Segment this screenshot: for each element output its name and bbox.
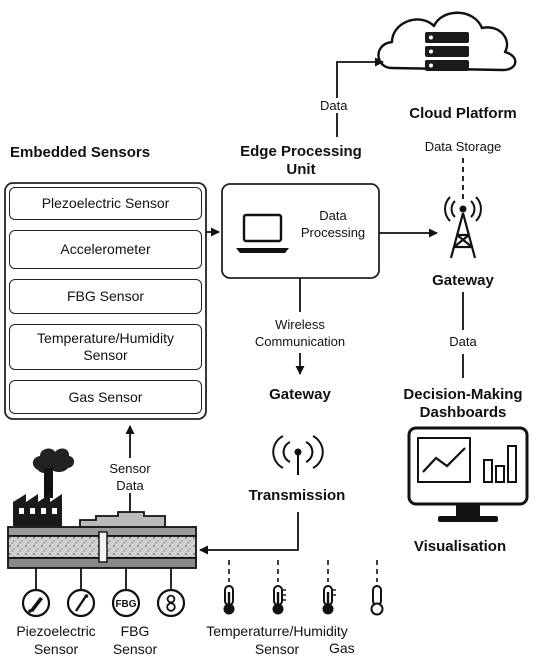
visualisation-label: Visualisation — [413, 538, 507, 555]
data-label-edge-cloud: Data — [318, 98, 350, 113]
fbg-sensor-label: FBG Sensor — [112, 623, 158, 657]
thermometer-icon-2 — [272, 585, 286, 615]
data-label-gateway-dashboard: Data — [449, 334, 477, 349]
dashboard-monitor-icon — [407, 426, 529, 522]
cloud-database-icon — [377, 11, 517, 72]
fbg-sensor-icon: FBG — [111, 588, 141, 618]
gas-label: Gas — [329, 640, 355, 656]
gateway-tower-icon — [444, 196, 482, 259]
fbg-icon-text: FBG — [115, 599, 136, 610]
bridge-slab-icon — [7, 511, 197, 569]
sensor-box-fbg: FBG Sensor — [9, 279, 202, 314]
gateway-label-center: Gateway — [269, 386, 331, 403]
transmission-label: Transmission — [248, 487, 346, 504]
sensor-box-temperature-humidity-label: Temperature/Humidity Sensor — [37, 330, 174, 363]
wireless-communication-label: Wireless Communication — [254, 317, 346, 349]
antenna-icon — [272, 435, 324, 475]
embedded-sensors-frame — [4, 182, 207, 420]
factory-icon — [13, 448, 75, 526]
piezo-sensor-icon-1 — [21, 588, 51, 618]
sensor-box-gas: Gas Sensor — [9, 380, 202, 414]
embedded-sensors-title: Embedded Sensors — [10, 144, 151, 161]
sensor-box-temperature-humidity: Temperature/Humidity Sensor — [9, 324, 202, 370]
thermometer-icon-4 — [370, 585, 384, 616]
laptop-icon — [236, 213, 289, 253]
piezoelectric-sensor-label: Piezoelectric Sensor — [16, 623, 96, 657]
sensor-box-accelerometer: Accelerometer — [9, 230, 202, 269]
thermometer-icon-1 — [223, 585, 235, 615]
edge-processing-title: Edge Processing Unit — [240, 143, 362, 178]
piezo-sensor-icon-2 — [66, 588, 96, 618]
sensor-box-piezoelectric: Plezoelectric Sensor — [9, 187, 202, 220]
thermometer-icon-3 — [322, 585, 336, 615]
transmission-to-slab-arrow — [199, 512, 299, 555]
sensor-data-label: Sensor Data — [109, 461, 151, 493]
data-processing-label: Data Processing — [300, 208, 366, 240]
temperature-humidity-label: Temperaturre/Humidity Sensor — [206, 623, 348, 657]
gateway-label-right: Gateway — [432, 272, 494, 289]
data-storage-label: Data Storage — [424, 139, 502, 154]
accelerometer-icon — [156, 588, 186, 618]
cloud-platform-title: Cloud Platform — [409, 105, 517, 122]
decision-dashboards-title: Decision-Making Dashboards — [403, 386, 523, 421]
